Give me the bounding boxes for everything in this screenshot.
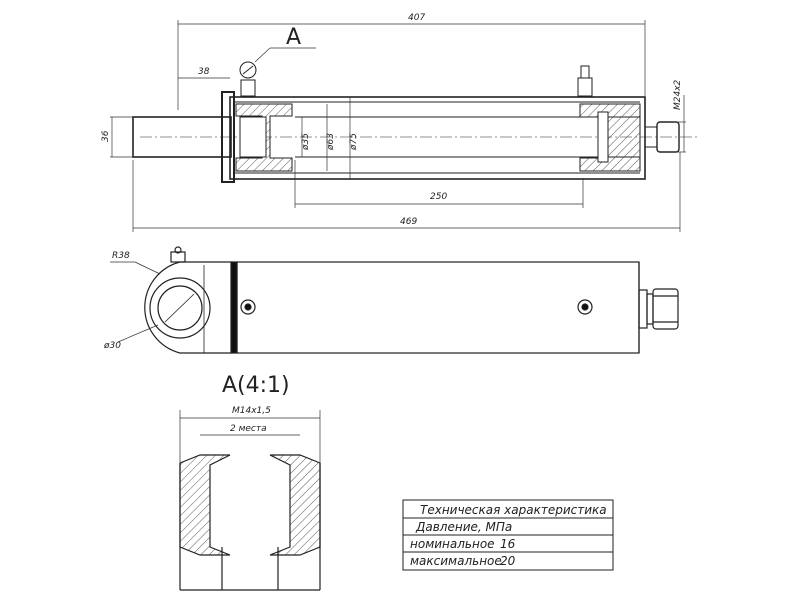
- bottom-nipple-right: [577, 299, 593, 315]
- dim-m14: M14x1,5: [232, 406, 271, 416]
- dim-dia63: ø63: [326, 133, 336, 151]
- dim-dia35: ø35: [301, 133, 311, 151]
- spec-table: [402, 499, 614, 571]
- spec-row-max-label: максимальное: [410, 554, 502, 568]
- piston-section: [579, 103, 641, 172]
- spec-table-title: Техническая характеристика: [420, 503, 607, 517]
- dim-407: 407: [408, 13, 425, 23]
- grease-nipple-left: [239, 61, 257, 97]
- spec-pressure-header: Давление, МПа: [415, 520, 512, 534]
- dim-dia75: ø75: [349, 133, 359, 151]
- cylinder-section-view: [132, 61, 700, 183]
- detail-a-thread: [179, 454, 321, 591]
- bottom-nipple-left: [240, 299, 256, 315]
- rod-eye-bore: [149, 277, 211, 339]
- dim-38: 38: [198, 67, 210, 77]
- dim-2-mesta: 2 места: [230, 424, 267, 434]
- cylinder-outside-view: [144, 246, 679, 354]
- dim-469: 469: [400, 217, 417, 227]
- dim-36: 36: [101, 130, 111, 142]
- spec-row-max-value: 20: [500, 554, 516, 568]
- detail-label-a41: A(4:1): [222, 373, 290, 398]
- dim-250: 250: [430, 192, 447, 202]
- spec-row-nominal-label: номинальное: [410, 537, 495, 551]
- dim-r38: R38: [112, 251, 130, 261]
- top-dimensions: [110, 20, 686, 232]
- grease-nipple-right: [577, 65, 593, 97]
- spec-row-nominal-value: 16: [500, 537, 516, 551]
- dim-dia30: ø30: [103, 341, 121, 351]
- barrel-outside: [236, 261, 640, 354]
- front-flange: [221, 91, 235, 183]
- rod-eye-housing: [144, 261, 233, 354]
- view-label-a: A: [286, 25, 301, 50]
- dim-m24x2: M24x2: [673, 79, 683, 110]
